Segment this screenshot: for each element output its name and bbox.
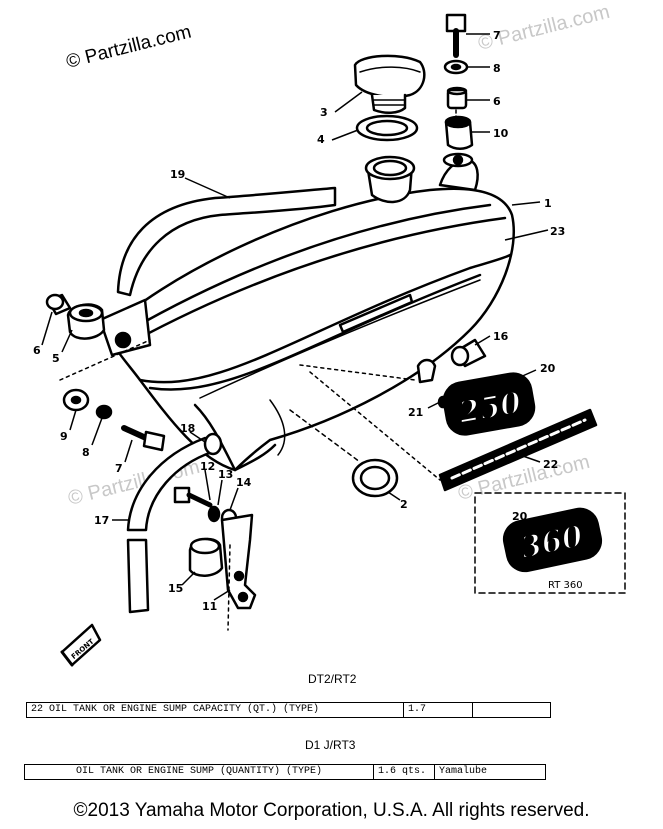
- table2-label: OIL TANK OR ENGINE SUMP (QUANTITY) (TYPE…: [25, 765, 374, 779]
- callout-9: 9: [60, 430, 68, 443]
- callout-16: 16: [493, 330, 509, 343]
- breather-tube: [116, 186, 337, 297]
- leader-lines: [41, 33, 549, 601]
- oil-tank-cap: [353, 54, 426, 114]
- callout-23: 23: [550, 225, 565, 238]
- table1-row: 22 OIL TANK OR ENGINE SUMP CAPACITY (QT.…: [26, 702, 551, 718]
- table2-value: 1.6 qts.: [374, 765, 435, 779]
- callout-6-left: 6: [33, 344, 41, 357]
- table1-value: 1.7: [404, 703, 473, 717]
- side-damper: [66, 303, 106, 340]
- top-bolt: [445, 13, 467, 58]
- callout-11: 11: [202, 600, 217, 613]
- callout-20-inset: 20: [512, 510, 528, 523]
- callout-6-top: 6: [493, 95, 501, 108]
- callout-3: 3: [320, 106, 328, 119]
- side-washer-small: [95, 404, 113, 420]
- filler-neck: [364, 155, 416, 204]
- emblem-holder: [416, 358, 437, 384]
- callout-8-left: 8: [82, 446, 90, 459]
- cap-gasket: [355, 114, 419, 142]
- oil-tank: [106, 187, 515, 472]
- copyright-notice: ©2013 Yamaha Motor Corporation, U.S.A. A…: [73, 800, 590, 821]
- lower-damper: [188, 537, 224, 577]
- side-bolt: [121, 425, 166, 452]
- tank-grommet: [351, 458, 399, 498]
- inset-label: RT 360: [548, 580, 583, 591]
- callout-19: 19: [170, 168, 185, 181]
- callout-8-top: 8: [493, 62, 501, 75]
- callout-18: 18: [180, 422, 195, 435]
- callout-15: 15: [168, 582, 183, 595]
- callout-7-left: 7: [115, 462, 123, 475]
- mounting-bracket: [220, 513, 257, 610]
- emblem-250: [442, 372, 536, 436]
- top-washer: [443, 59, 469, 75]
- callout-4: 4: [317, 133, 325, 146]
- callout-7-top: 7: [493, 29, 501, 42]
- callout-1: 1: [544, 197, 552, 210]
- hose-clamp: [203, 432, 223, 456]
- top-damper: [444, 115, 474, 150]
- callout-14: 14: [236, 476, 252, 489]
- callout-10: 10: [493, 127, 509, 140]
- callout-2: 2: [400, 498, 408, 511]
- side-collar: [45, 293, 72, 316]
- callout-13: 13: [218, 468, 233, 481]
- rt360-inset: [474, 492, 626, 594]
- table1-heading: DT2/RT2: [308, 672, 357, 686]
- bracket-bolt: [173, 486, 213, 508]
- callout-22: 22: [543, 458, 558, 471]
- watermark-main: © Partzilla.com: [64, 22, 193, 73]
- table2-heading: D1 J/RT3: [305, 738, 356, 752]
- table1-label: 22 OIL TANK OR ENGINE SUMP CAPACITY (QT.…: [27, 703, 404, 717]
- callout-12: 12: [200, 460, 215, 473]
- table2-row: OIL TANK OR ENGINE SUMP (QUANTITY) (TYPE…: [24, 764, 546, 780]
- callout-20: 20: [540, 362, 556, 375]
- table1-type: [473, 703, 550, 717]
- bracket-washer: [207, 505, 221, 523]
- callout-5: 5: [52, 352, 60, 365]
- side-decal: [438, 408, 598, 492]
- callout-21: 21: [408, 406, 423, 419]
- front-arrow: [60, 623, 102, 667]
- side-damper-16: [450, 338, 487, 368]
- tank-mount-ear: [98, 298, 152, 357]
- table2-type: Yamalube: [439, 766, 488, 777]
- watermark-top-right: © Partzilla.com: [476, 1, 612, 55]
- side-washer-large: [62, 388, 90, 412]
- top-collar: [446, 86, 468, 110]
- tank-top-boss: [438, 152, 479, 192]
- callout-17: 17: [94, 514, 109, 527]
